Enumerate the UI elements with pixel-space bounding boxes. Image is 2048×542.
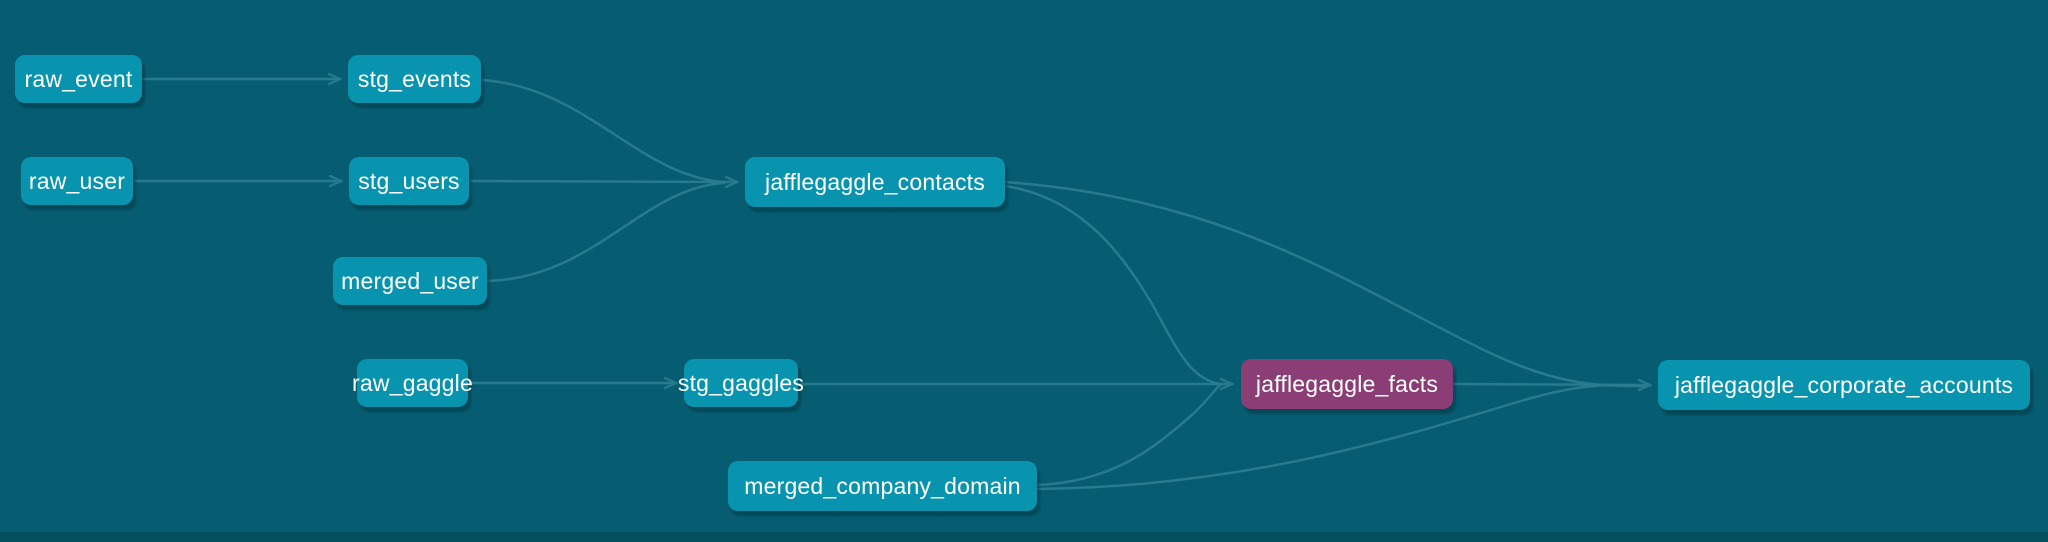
node-jafflegaggle_corporate_accounts[interactable]: jafflegaggle_corporate_accounts xyxy=(1658,360,2030,410)
edge-stg_users-jafflegaggle_contacts xyxy=(467,181,737,182)
node-merged_user[interactable]: merged_user xyxy=(333,257,487,305)
node-label: jafflegaggle_contacts xyxy=(765,168,985,195)
node-label: jafflegaggle_facts xyxy=(1255,370,1439,397)
edge-merged_company_domain-jafflegaggle_facts xyxy=(1035,383,1222,487)
node-label: raw_gaggle xyxy=(352,369,473,396)
edge-jafflegaggle_facts-jafflegaggle_corporate_accounts xyxy=(1451,384,1650,385)
edge-jafflegaggle_contacts-jafflegaggle_facts xyxy=(1003,184,1222,386)
node-label: stg_gaggles xyxy=(677,369,805,396)
node-stg_gaggles[interactable]: stg_gaggles xyxy=(678,359,804,407)
node-raw_gaggle[interactable]: raw_gaggle xyxy=(352,359,473,407)
edge-jafflegaggle_contacts-jafflegaggle_corporate_accounts xyxy=(1003,180,1648,388)
node-merged_company_domain[interactable]: merged_company_domain xyxy=(728,461,1037,511)
node-label: jafflegaggle_corporate_accounts xyxy=(1674,371,2014,398)
node-jafflegaggle_contacts[interactable]: jafflegaggle_contacts xyxy=(745,157,1005,207)
node-label: raw_user xyxy=(28,167,126,194)
node-label: merged_user xyxy=(341,267,479,294)
node-stg_users[interactable]: stg_users xyxy=(349,157,469,205)
bottom-bar xyxy=(0,532,2048,542)
node-jafflegaggle_facts[interactable]: jafflegaggle_facts xyxy=(1241,359,1453,409)
node-label: stg_events xyxy=(357,65,472,92)
node-label: stg_users xyxy=(358,167,460,194)
edge-stg_events-jafflegaggle_contacts xyxy=(479,78,726,184)
node-raw_user[interactable]: raw_user xyxy=(21,157,133,205)
edge-merged_user-jafflegaggle_contacts xyxy=(485,181,726,283)
node-stg_events[interactable]: stg_events xyxy=(348,55,481,103)
node-raw_event[interactable]: raw_event xyxy=(15,55,142,103)
node-label: raw_event xyxy=(24,65,133,92)
node-label: merged_company_domain xyxy=(744,472,1021,499)
